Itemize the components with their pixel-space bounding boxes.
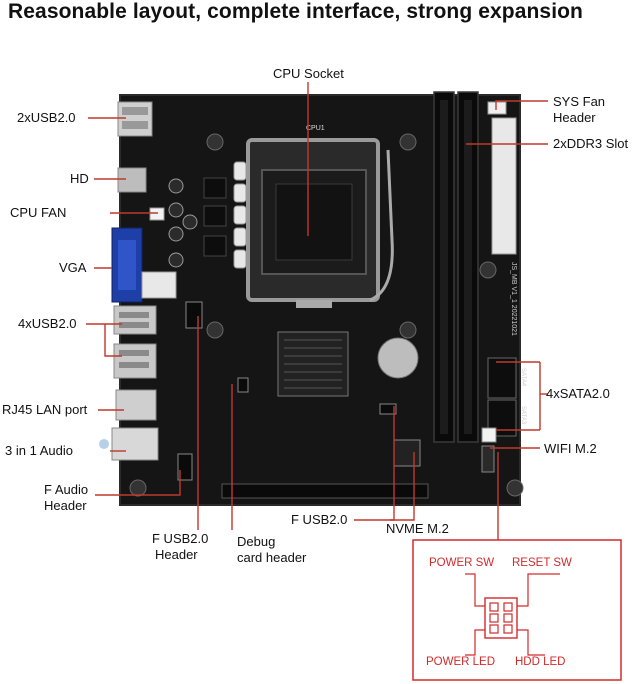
sata-port-block-a (487, 357, 517, 399)
label-hd: HD (70, 171, 89, 186)
cmos-battery (377, 337, 419, 379)
label-debug-2: card header (237, 550, 307, 565)
label-cpu-fan: CPU FAN (10, 205, 67, 220)
f-audio-header (177, 453, 193, 481)
f-usb-bottom-header (379, 403, 397, 415)
label-usb-top: 2xUSB2.0 (17, 110, 76, 125)
wifi-m2-slot (481, 445, 495, 473)
inset-reset-sw: RESET SW (512, 557, 572, 569)
label-sys-fan-2: Header (553, 110, 596, 125)
atx-24pin (491, 117, 517, 255)
power-connector-4pin (141, 271, 177, 299)
label-f-usb-bottom: F USB2.0 (291, 512, 348, 527)
usb-4x-port-b (113, 343, 157, 379)
label-ddr3: 2xDDR3 Slot (553, 136, 629, 151)
board-model-text: JS_MB V1_1 20221021 (510, 262, 517, 336)
debug-card-header (237, 377, 249, 393)
socket-lever (369, 149, 394, 302)
label-debug-1: Debug (237, 534, 276, 549)
pcie-x16-slot (221, 483, 429, 499)
mosfets (203, 177, 227, 257)
vrm-chokes (233, 161, 247, 269)
front-panel-header (481, 427, 497, 443)
audio-jacks (111, 427, 159, 461)
label-f-usb-header-2: Header (155, 547, 198, 562)
label-f-audio-2: Header (44, 498, 87, 513)
mounting-holes (129, 133, 524, 497)
inset-hdd-led: HDD LED (515, 656, 566, 668)
label-sys-fan-1: SYS Fan (553, 94, 606, 109)
inset-power-led: POWER LED (426, 656, 496, 668)
label-audio: 3 in 1 Audio (5, 443, 73, 458)
label-f-usb-header-1: F USB2.0 (152, 531, 209, 546)
inset-power-sw: POWER SW (429, 557, 495, 569)
label-cpu-socket: CPU Socket (273, 66, 344, 81)
cpu-fan-header (149, 207, 165, 221)
cpu-marker-text: CPU1 (306, 125, 325, 132)
label-f-audio-1: F Audio (44, 482, 89, 497)
svg-text:SATA4: SATA4 (520, 368, 526, 387)
capacitors (168, 178, 198, 268)
label-vga: VGA (59, 260, 87, 275)
label-rj45: RJ45 LAN port (2, 402, 88, 417)
sys-fan-header (487, 101, 507, 115)
label-sata: 4xSATA2.0 (546, 386, 610, 401)
headline: Reasonable layout, complete interface, s… (8, 0, 583, 23)
nvme-m2-slot (393, 439, 421, 467)
label-wifi: WIFI M.2 (544, 441, 597, 456)
svg-text:SATA3: SATA3 (520, 406, 526, 425)
label-usb-4x: 4xUSB2.0 (18, 316, 77, 331)
rj45-port (115, 389, 157, 421)
label-nvme: NVME M.2 (386, 521, 449, 536)
hd-port (117, 167, 147, 193)
leader-lines (86, 82, 548, 540)
f-usb-header (185, 301, 203, 329)
usb-4x-port-a (113, 305, 157, 335)
inset-pins (489, 602, 513, 634)
